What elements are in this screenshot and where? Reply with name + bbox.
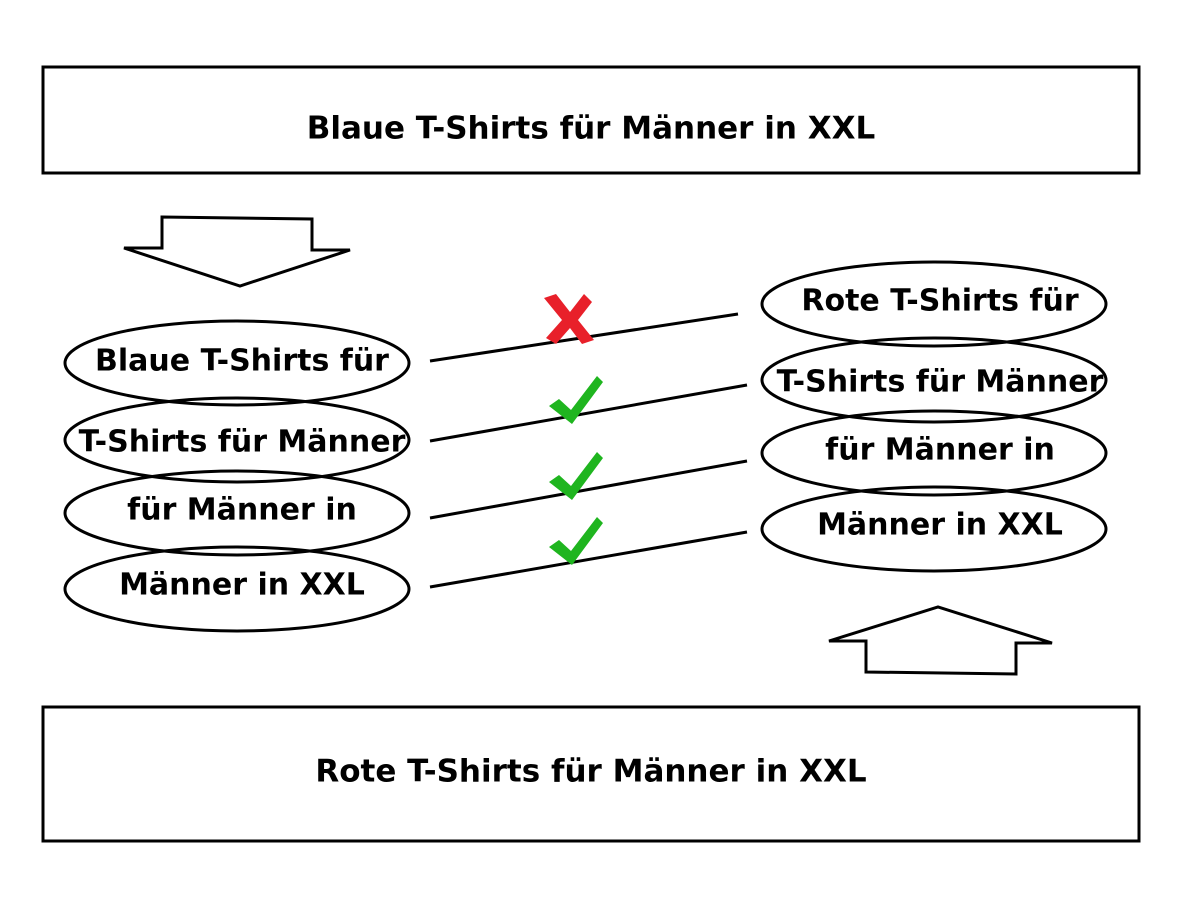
left-shingle-3: für Männer in — [63, 469, 411, 557]
left-shingle-2-label: T-Shirts für Männer — [79, 425, 406, 460]
top-phrase-box: Blaue T-Shirts für Männer in XXL — [41, 65, 1141, 175]
left-shingle-1-label: Blaue T-Shirts für — [95, 344, 389, 379]
right-shingle-2: T-Shirts für Männer — [760, 336, 1108, 424]
right-shingle-2-label: T-Shirts für Männer — [777, 365, 1104, 400]
right-shingle-group: Rote T-Shirts für T-Shirts für Männer fü… — [760, 260, 1108, 573]
left-shingle-4-label: Männer in XXL — [119, 568, 365, 603]
comparison-markers — [544, 294, 603, 565]
check-icon — [549, 376, 603, 424]
up-arrow-icon — [828, 605, 1053, 676]
bottom-phrase-text: Rote T-Shirts für Männer in XXL — [315, 754, 866, 790]
connector-line-3 — [429, 459, 748, 520]
check-icon — [549, 517, 603, 565]
right-shingle-1-label: Rote T-Shirts für — [801, 284, 1078, 319]
right-shingle-3-label: für Männer in — [825, 433, 1055, 468]
left-shingle-1: Blaue T-Shirts für — [63, 319, 411, 407]
down-arrow-icon — [123, 215, 351, 288]
right-shingle-1: Rote T-Shirts für — [760, 260, 1108, 348]
top-phrase-text: Blaue T-Shirts für Männer in XXL — [307, 111, 876, 147]
right-shingle-4: Männer in XXL — [760, 485, 1108, 573]
right-shingle-3: für Männer in — [760, 409, 1108, 497]
connector-lines — [429, 312, 748, 589]
left-shingle-3-label: für Männer in — [127, 493, 357, 528]
check-icon — [549, 452, 603, 500]
left-shingle-2: T-Shirts für Männer — [63, 396, 411, 484]
connector-line-4 — [429, 530, 748, 589]
connector-line-2 — [429, 383, 748, 443]
cross-icon — [544, 294, 594, 344]
left-shingle-4: Männer in XXL — [63, 545, 411, 633]
right-shingle-4-label: Männer in XXL — [817, 508, 1063, 543]
left-shingle-group: Blaue T-Shirts für T-Shirts für Männer f… — [63, 319, 411, 633]
bottom-phrase-box: Rote T-Shirts für Männer in XXL — [41, 705, 1141, 843]
